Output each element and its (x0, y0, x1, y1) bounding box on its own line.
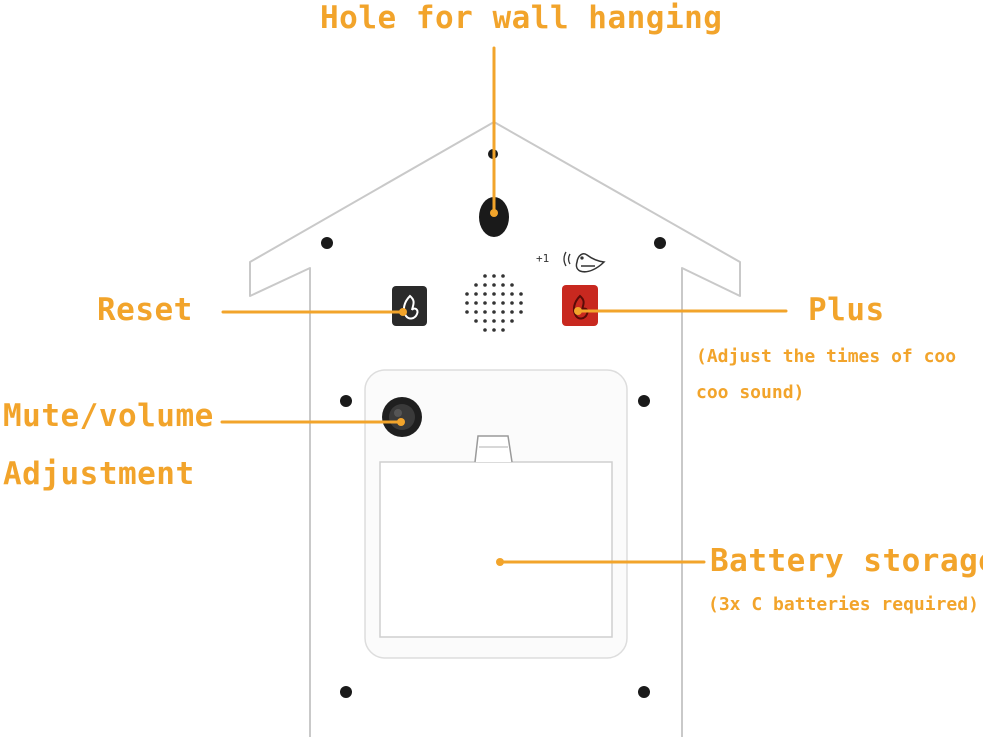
speaker-hole (465, 292, 469, 296)
speaker-hole (474, 310, 478, 314)
speaker-hole (501, 310, 505, 314)
speaker-hole (483, 283, 487, 287)
speaker-hole (510, 310, 514, 314)
speaker-hole (510, 292, 514, 296)
speaker-hole (492, 328, 496, 332)
speaker-hole (492, 310, 496, 314)
speaker-hole (492, 274, 496, 278)
battery-cover[interactable] (379, 435, 613, 638)
counter-label: +1 (536, 252, 549, 265)
speaker-hole (510, 283, 514, 287)
bird-sound-icon (575, 253, 606, 273)
speaker-hole (465, 310, 469, 314)
speaker-hole (501, 301, 505, 305)
speaker-hole (501, 319, 505, 323)
label-reset: Reset (97, 292, 193, 328)
speaker-hole (510, 319, 514, 323)
speaker-hole (465, 301, 469, 305)
speaker-hole (483, 310, 487, 314)
screw-hole (638, 686, 650, 698)
speaker-hole (474, 301, 478, 305)
speaker-hole (492, 292, 496, 296)
speaker-hole (483, 292, 487, 296)
speaker-hole (483, 274, 487, 278)
speaker-hole (519, 292, 523, 296)
speaker-hole (483, 319, 487, 323)
speaker-hole (483, 328, 487, 332)
reset-button[interactable] (392, 286, 427, 326)
pointer-lines (220, 46, 788, 564)
speaker-hole (501, 292, 505, 296)
label-mute-volume: Mute/volume (3, 398, 214, 434)
screw-hole (321, 237, 333, 249)
screw-hole (340, 395, 352, 407)
speaker-hole (474, 292, 478, 296)
speaker-hole (492, 301, 496, 305)
label-adjustment: Adjustment (3, 456, 195, 492)
pointer-dots (397, 209, 582, 566)
speaker-hole (501, 283, 505, 287)
label-battery-storage: Battery storage (710, 543, 983, 579)
screw-hole (340, 686, 352, 698)
sound-waves-icon (563, 251, 571, 267)
speaker-hole (492, 283, 496, 287)
screw-hole (654, 237, 666, 249)
plus-button[interactable] (562, 285, 598, 326)
speaker-hole (510, 301, 514, 305)
speaker-hole (483, 301, 487, 305)
speaker-hole (474, 283, 478, 287)
speaker-hole (519, 301, 523, 305)
speaker-hole (501, 274, 505, 278)
speaker-hole (501, 328, 505, 332)
battery-cover-latch[interactable] (474, 435, 513, 463)
plus-flame-icon (572, 294, 589, 320)
label-hole-for-wall-hanging: Hole for wall hanging (320, 0, 723, 36)
speaker-hole (519, 310, 523, 314)
label-plus-description-line2: coo sound) (696, 382, 805, 403)
speaker-hole (492, 319, 496, 323)
mute-volume-knob[interactable] (382, 397, 422, 437)
screw-hole (638, 395, 650, 407)
label-plus: Plus (808, 292, 885, 328)
speaker-grille (465, 274, 523, 332)
label-plus-description-line1: (Adjust the times of coo (696, 346, 957, 367)
speaker-hole (474, 319, 478, 323)
label-battery-description: (3x C batteries required) (708, 594, 979, 615)
